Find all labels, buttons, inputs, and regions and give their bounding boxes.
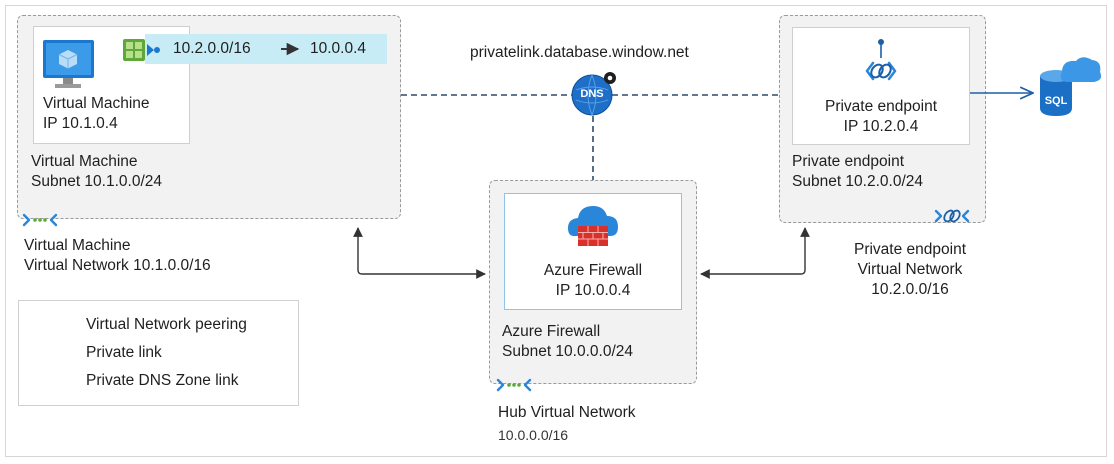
sql-database-icon: SQL bbox=[1040, 57, 1102, 116]
private-endpoint-vnet-icon bbox=[934, 209, 970, 223]
legend-private-link-label: Private link bbox=[86, 344, 162, 361]
vm-subnet-range: Subnet 10.1.0.0/24 bbox=[31, 173, 163, 190]
hub-vnet-range: 10.0.0.0/16 bbox=[498, 427, 569, 443]
endpoint-subnet-range: Subnet 10.2.0.0/24 bbox=[792, 173, 924, 190]
private-endpoint-icon bbox=[865, 39, 897, 81]
legend bbox=[18, 300, 299, 406]
endpoint-subnet-name: Private endpoint bbox=[792, 153, 905, 170]
dns-badge: DNS bbox=[580, 88, 604, 100]
vm-card-title: Virtual Machine bbox=[43, 95, 150, 112]
vnet-icon-hub bbox=[496, 378, 532, 392]
endpoint-vnet-line2: Virtual Network bbox=[857, 261, 963, 278]
vm-subnet-name: Virtual Machine bbox=[31, 153, 138, 170]
vnet-icon-vm bbox=[22, 213, 58, 227]
firewall-icon bbox=[568, 206, 618, 246]
route-to: 10.0.0.4 bbox=[310, 40, 367, 57]
dns-icon bbox=[571, 72, 616, 116]
vm-vnet-name: Virtual Machine bbox=[24, 237, 131, 254]
virtual-machine-icon bbox=[43, 40, 94, 88]
route-table-icon bbox=[123, 39, 160, 61]
firewall-card-ip: IP 10.0.0.4 bbox=[555, 282, 631, 299]
route-table-entry[interactable] bbox=[145, 34, 387, 64]
firewall-subnet-range: Subnet 10.0.0.0/24 bbox=[502, 343, 634, 360]
vm-vnet-range: Virtual Network 10.1.0.0/16 bbox=[24, 257, 211, 274]
endpoint-vnet-name: Private endpoint bbox=[853, 241, 967, 258]
route-from: 10.2.0.0/16 bbox=[173, 40, 251, 57]
firewall-subnet-name: Azure Firewall bbox=[502, 323, 601, 340]
dns-zone-name: privatelink.database.window.net bbox=[470, 44, 689, 61]
firewall-card-title: Azure Firewall bbox=[543, 262, 643, 279]
vm-card-ip: IP 10.1.0.4 bbox=[43, 115, 118, 132]
legend-dns-link-label: Private DNS Zone link bbox=[86, 372, 239, 389]
endpoint-vnet-range: 10.2.0.0/16 bbox=[871, 281, 949, 298]
hub-vnet-name: Hub Virtual Network bbox=[498, 404, 636, 421]
endpoint-card-ip: IP 10.2.0.4 bbox=[843, 118, 919, 135]
peering-vm-hub bbox=[353, 227, 486, 279]
peering-endpoint-hub bbox=[700, 227, 810, 279]
endpoint-card-title: Private endpoint bbox=[824, 98, 938, 115]
legend-peering-label: Virtual Network peering bbox=[86, 316, 247, 333]
diagram-frame bbox=[5, 5, 1107, 457]
sql-label: SQL bbox=[1045, 95, 1068, 107]
